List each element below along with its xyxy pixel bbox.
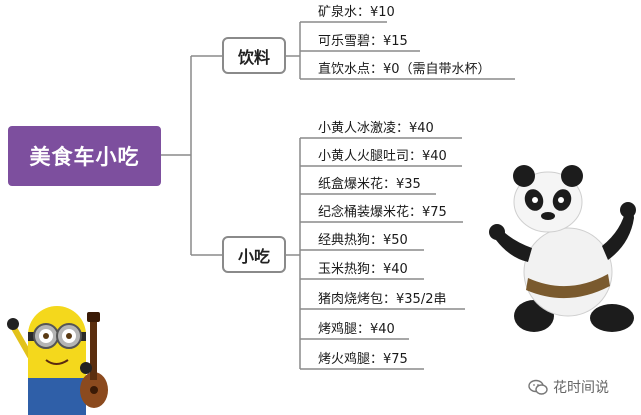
panda-illustration [489,165,636,332]
root-label: 美食车小吃 [29,145,140,169]
category-node-snacks: 小吃 [222,236,286,273]
leaf-item-snack-4: 纪念桶装爆米花：¥75 [318,205,447,220]
category-label: 饮料 [237,47,270,67]
category-node-drinks: 饮料 [222,37,286,74]
leaf-item-snack-9: 烤火鸡腿：¥75 [318,352,408,367]
category-label: 小吃 [237,246,270,266]
leaf-item-snack-3: 纸盒爆米花：¥35 [318,177,421,192]
leaf-item-snack-6: 玉米热狗：¥40 [318,262,408,277]
leaf-item-drink-2: 可乐雪碧：¥15 [318,34,408,49]
leaf-item-snack-7: 猪肉烧烤包：¥35/2串 [318,292,447,307]
leaf-item-snack-8: 烤鸡腿：¥40 [318,322,395,337]
leaf-item-snack-1: 小黄人冰激凌：¥40 [318,121,434,136]
watermark-label: 花时间说 [553,380,609,396]
root-node: 美食车小吃 [8,126,161,186]
leaf-item-snack-5: 经典热狗：¥50 [318,233,408,248]
watermark: 花时间说 [528,376,640,398]
wechat-icon [528,379,548,395]
leaf-item-drink-3: 直饮水点：¥0（需自带水杯） [318,62,491,77]
leaf-item-snack-2: 小黄人火腿吐司：¥40 [318,149,447,164]
minion-illustration [7,306,108,415]
leaf-item-drink-1: 矿泉水：¥10 [318,5,395,20]
